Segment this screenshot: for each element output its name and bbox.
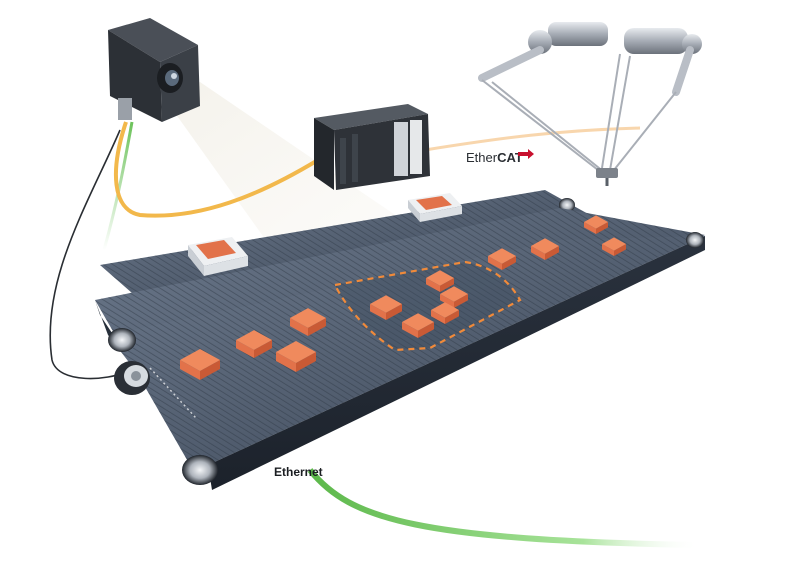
product-box [440,286,468,308]
delta-robot-icon [478,22,702,186]
plc-controller-icon [314,104,430,190]
ethernet-cable [307,468,701,548]
ethercat-label: EtherCAT [466,150,523,165]
product-box [180,349,220,380]
product-box [290,308,326,336]
product-box [602,237,626,256]
product-box [431,302,459,324]
product-box [370,295,402,320]
encoder-icon [114,361,150,395]
back-roller-right [559,198,575,212]
camera-cable-orange [114,121,320,218]
front-roller-left [108,328,136,352]
product-box [276,341,316,372]
product-box [236,330,272,358]
front-roller-bottom [182,455,218,485]
encoder-cable [49,129,126,380]
product-box [426,270,454,292]
ethercat-arrow-icon [518,149,534,159]
tray-right [408,193,462,222]
ethercat-signal-line [424,126,641,152]
product-box [488,248,516,270]
product-box [531,238,559,260]
ethercat-brand: CAT [497,150,523,165]
product-box [402,313,434,338]
ethercat-prefix: Ether [466,150,498,165]
front-roller-right [686,232,704,248]
pick-zone-outline [333,260,522,352]
products-group [180,215,626,380]
front-conveyor [95,208,705,490]
tray-left [188,237,248,276]
product-box [584,215,608,234]
ethernet-label: Ethernet [274,465,323,479]
camera-ethernet-cable-green [102,121,134,251]
vision-camera-icon [108,18,200,122]
